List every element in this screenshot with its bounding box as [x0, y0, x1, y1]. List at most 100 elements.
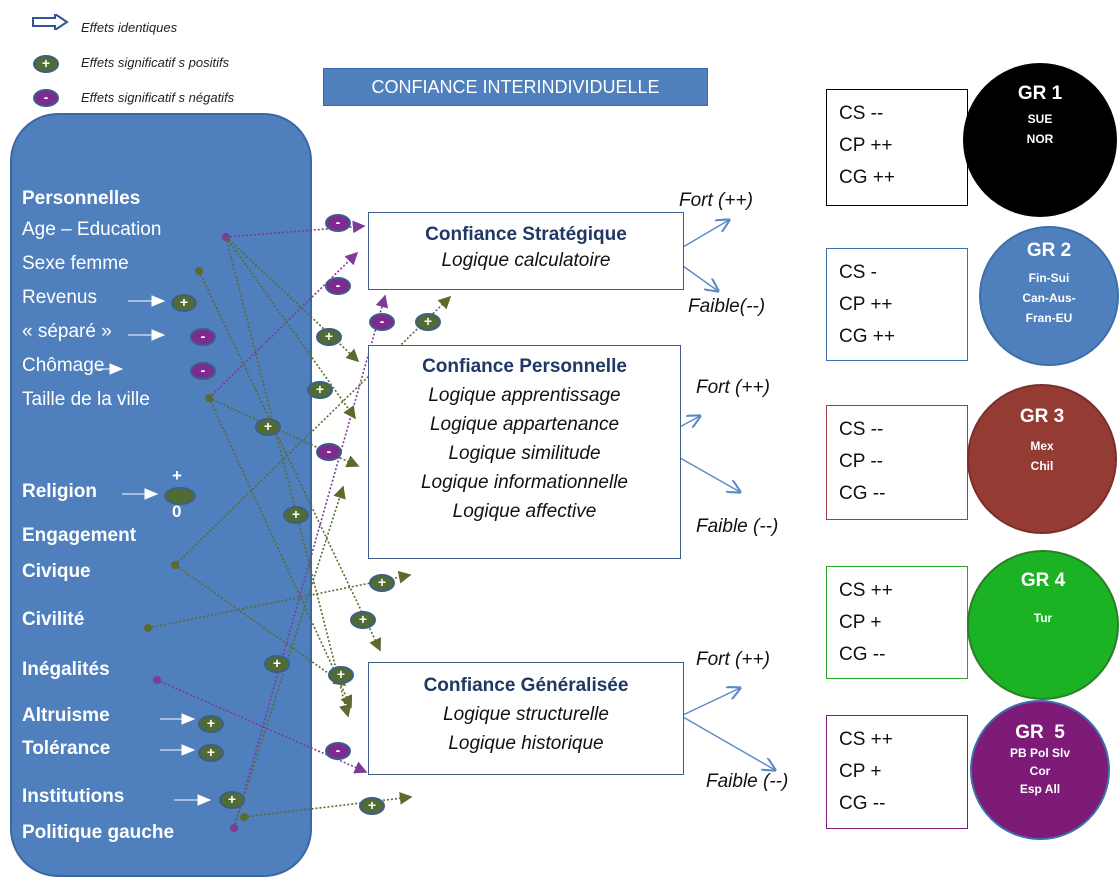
effect-badge: - — [325, 742, 351, 760]
box-generalisee-line: Logique structurelle — [443, 704, 609, 725]
group-5-label: GR 5 — [1015, 722, 1065, 743]
group-3-scores: CS -- CP -- CG -- — [826, 405, 968, 520]
legend-identical-icon — [31, 12, 69, 32]
factor-religion: Religion — [22, 481, 97, 502]
legend-positive-icon: + — [33, 55, 59, 73]
box-strategique-title: Confiance Stratégique — [425, 224, 627, 245]
group-2-country: Fin-Sui — [1028, 271, 1070, 285]
score-cg: CG ++ — [839, 326, 895, 347]
factor-chomage: Chômage — [22, 355, 105, 376]
effect-badge: + — [359, 797, 385, 815]
score-cs: CS - — [839, 262, 877, 283]
group-3-circle: GR 3 Mex Chil — [967, 384, 1117, 534]
religion-effect-icon — [164, 487, 196, 505]
score-cp: CP + — [839, 761, 882, 782]
group-2-country: Can-Aus- — [1022, 291, 1076, 305]
score-cp: CP ++ — [839, 135, 893, 156]
score-cg: CG -- — [839, 793, 886, 814]
box-personnelle-title: Confiance Personnelle — [422, 356, 627, 377]
legend-identical-label: Effets identiques — [81, 20, 178, 35]
group-4-scores: CS ++ CP + CG -- — [826, 566, 968, 679]
legend-negative-icon: - — [33, 89, 59, 107]
strength-weak-1: Faible(--) — [688, 296, 766, 317]
group-4-country: Tur — [1033, 611, 1053, 625]
effect-badge: - — [190, 328, 216, 346]
group-5-country: Cor — [1029, 764, 1051, 778]
score-cs: CS -- — [839, 103, 884, 124]
box-personnelle-line: Logique apprentissage — [428, 385, 621, 406]
strength-strong-3: Fort (++) — [696, 649, 770, 670]
group-5-scores: CS ++ CP + CG -- — [826, 715, 968, 829]
box-confiance-generalisee: Confiance Généralisée Logique structurel… — [368, 662, 684, 775]
effect-badge: - — [325, 277, 351, 295]
factors-panel — [10, 113, 312, 877]
effect-badge: + — [264, 655, 290, 673]
religion-plus: + — [172, 466, 182, 485]
group-2-circle: GR 2 Fin-Sui Can-Aus- Fran-EU — [979, 226, 1119, 366]
group-3-country: Chil — [1030, 459, 1054, 473]
effect-badge: - — [190, 362, 216, 380]
group-2-country: Fran-EU — [1025, 311, 1073, 325]
effect-badge: + — [283, 506, 309, 524]
effect-badge: - — [369, 313, 395, 331]
score-cs: CS ++ — [839, 729, 893, 750]
group-5-country: Esp All — [1019, 782, 1061, 796]
effect-badge: + — [328, 666, 354, 684]
factor-politique: Politique gauche — [22, 822, 175, 843]
box-generalisee-title: Confiance Généralisée — [423, 675, 629, 696]
legend-positive-label: Effets significatif s positifs — [81, 55, 230, 70]
group-3-label: GR 3 — [1019, 406, 1065, 427]
group-5-country: PB Pol Slv — [1009, 746, 1071, 760]
box-personnelle-line: Logique appartenance — [429, 414, 620, 435]
group-1-scores: CS -- CP ++ CG ++ — [826, 89, 968, 206]
effect-badge: + — [316, 328, 342, 346]
factor-altruisme: Altruisme — [22, 705, 110, 726]
score-cg: CG -- — [839, 483, 886, 504]
group-3-country: Mex — [1030, 439, 1054, 453]
score-cg: CG ++ — [839, 167, 895, 188]
group-4-label: GR 4 — [1020, 570, 1066, 591]
group-5-circle: GR 5 PB Pol Slv Cor Esp All — [970, 700, 1110, 840]
group-1-country: NOR — [1026, 132, 1054, 146]
factor-civique: Civique — [22, 561, 91, 582]
factor-personnelles: Personnelles — [22, 188, 141, 209]
effect-badge: + — [171, 294, 197, 312]
strength-strong-1: Fort (++) — [679, 190, 753, 211]
factor-civilite: Civilité — [22, 609, 85, 630]
factor-inegalites: Inégalités — [22, 659, 110, 680]
legend-negative-label: Effets significatif s négatifs — [81, 90, 235, 105]
factor-sexe: Sexe femme — [22, 253, 129, 274]
factor-engagement: Engagement — [22, 525, 137, 546]
score-cs: CS ++ — [839, 580, 893, 601]
strength-weak-2: Faible (--) — [696, 516, 779, 537]
effect-badge: - — [325, 214, 351, 232]
effect-badge: - — [316, 443, 342, 461]
score-cp: CP + — [839, 612, 882, 633]
group-1-circle: GR 1 SUE NOR — [963, 63, 1117, 217]
score-cp: CP ++ — [839, 294, 893, 315]
box-strategique-line: Logique calculatoire — [441, 250, 611, 271]
factor-tolerance: Tolérance — [22, 738, 111, 759]
box-personnelle-line: Logique similitude — [448, 443, 601, 464]
group-2-scores: CS - CP ++ CG ++ — [826, 248, 968, 361]
effect-badge: + — [415, 313, 441, 331]
effect-badge: + — [255, 418, 281, 436]
factor-age-education: Age – Education — [22, 219, 162, 240]
group-2-label: GR 2 — [1026, 240, 1072, 261]
effect-badge: + — [219, 791, 245, 809]
strength-strong-2: Fort (++) — [696, 377, 770, 398]
effect-badge: + — [198, 744, 224, 762]
score-cp: CP -- — [839, 451, 883, 472]
effect-badge: + — [307, 381, 333, 399]
box-generalisee-line: Logique historique — [448, 733, 604, 754]
diagram-title: CONFIANCE INTERINDIVIDUELLE — [323, 68, 708, 106]
factor-separe: « séparé » — [22, 321, 112, 342]
group-1-label: GR 1 — [1017, 83, 1063, 104]
box-personnelle-line: Logique affective — [452, 501, 597, 522]
effect-badge: + — [350, 611, 376, 629]
factor-taille: Taille de la ville — [22, 389, 150, 410]
box-confiance-personnelle: Confiance Personnelle Logique apprentiss… — [368, 345, 681, 559]
group-4-circle: GR 4 Tur — [967, 550, 1119, 700]
strength-weak-3: Faible (--) — [706, 771, 789, 792]
identical-arrows — [98, 295, 212, 806]
